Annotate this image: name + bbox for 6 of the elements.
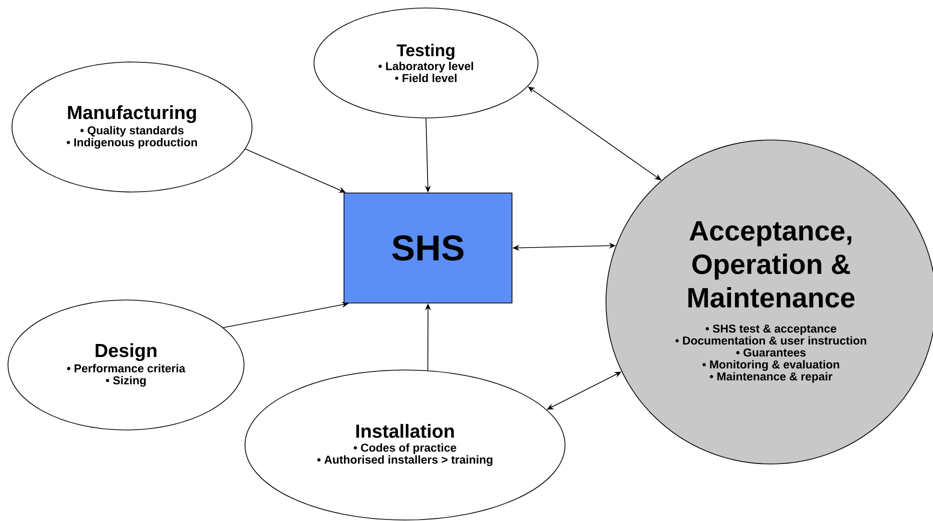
ellipse-node: Testing • Laboratory level • Field level <box>314 8 538 118</box>
circle-node: Acceptance, Operation & Maintenance • SHS test & acceptance • Documentation & user instruction • Guarantees • Monitoring & evaluation • Maintenance & repair <box>606 140 933 464</box>
ellipse-node: Installation • Codes of practice • Authorised installers > training <box>244 370 566 520</box>
process-box: SHS <box>344 192 512 304</box>
ellipse-node: Design • Performance criteria • Sizing <box>8 300 244 430</box>
ellipse-node: Manufacturing • Quality standards • Indigenous production <box>12 62 252 192</box>
